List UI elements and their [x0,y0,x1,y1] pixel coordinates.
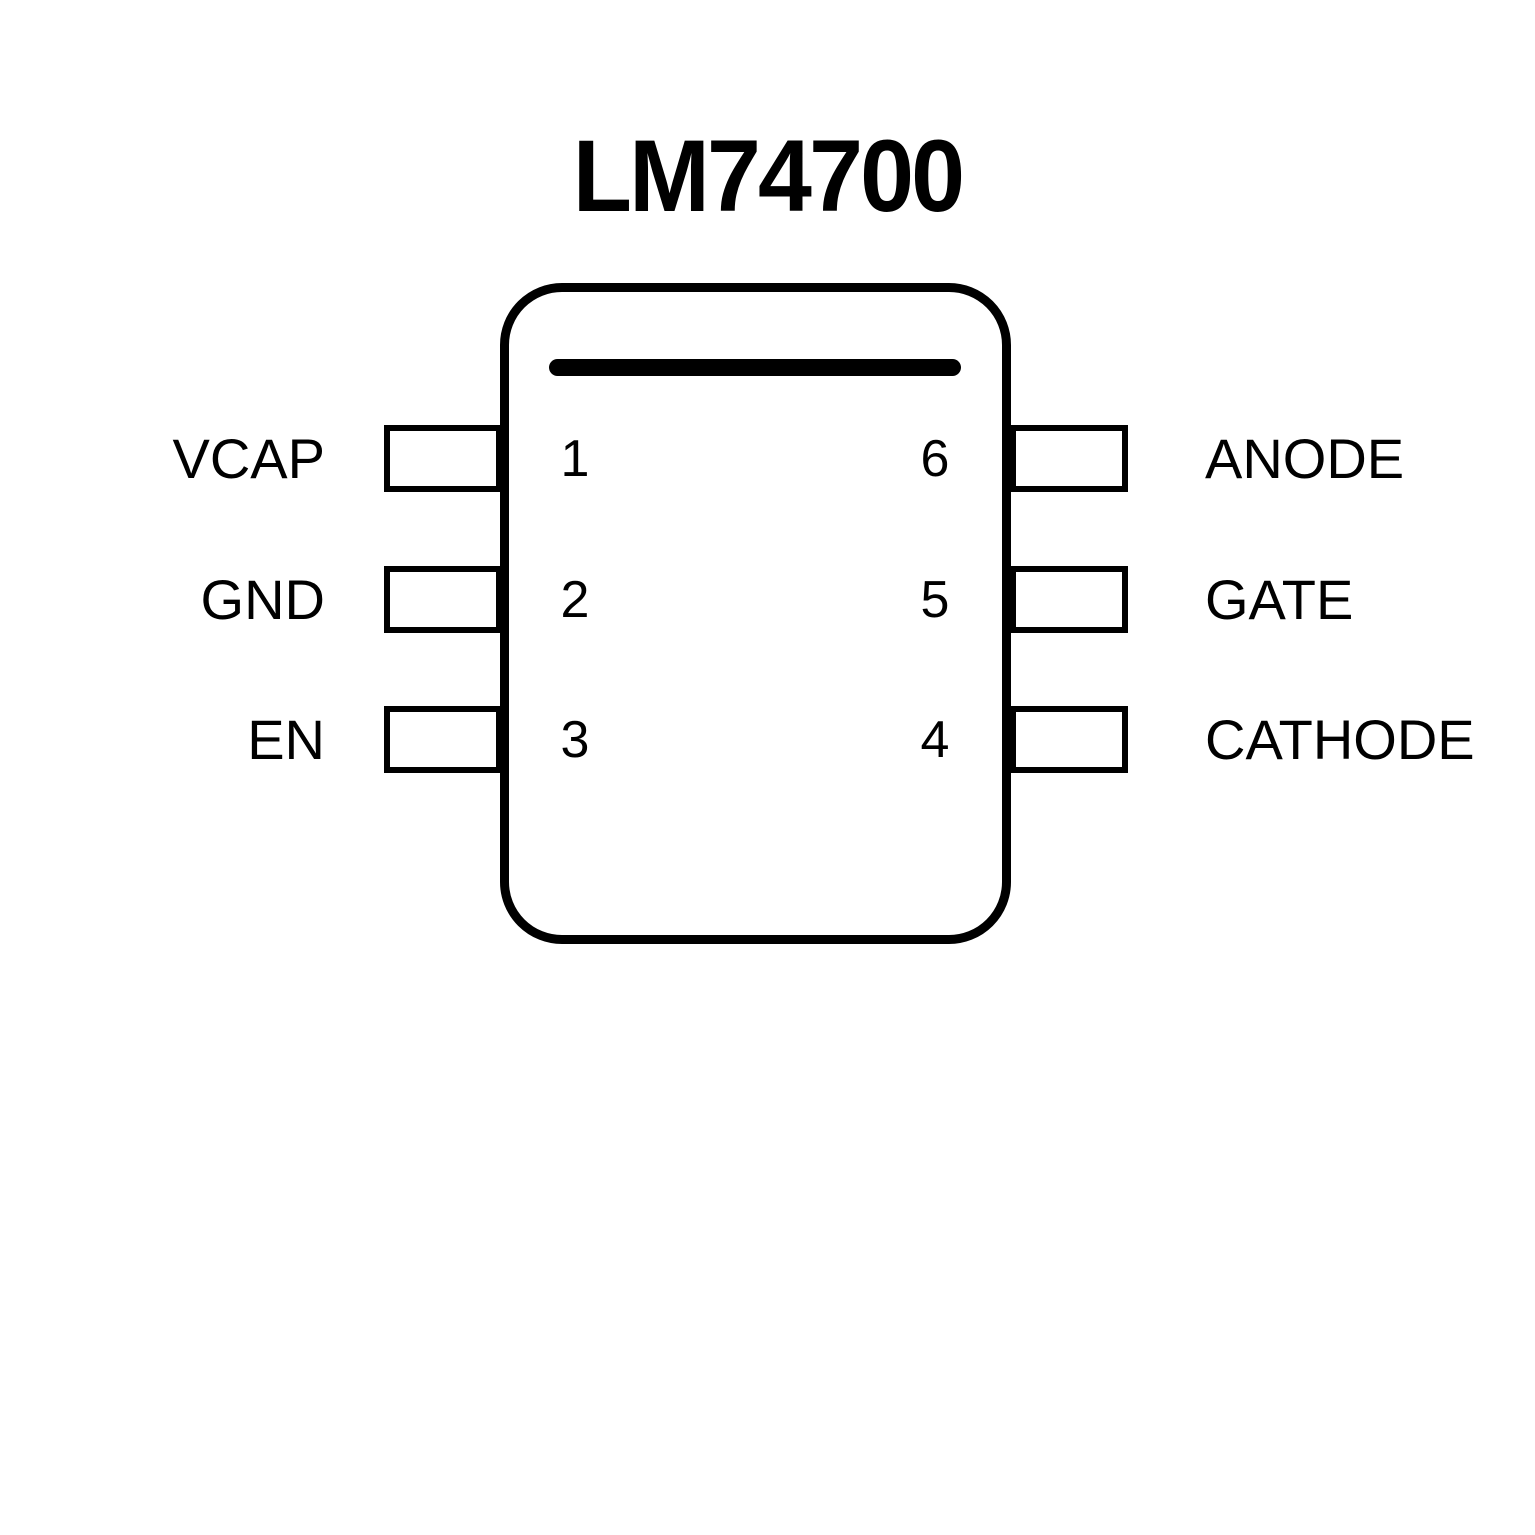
pin1-indicator-bar [549,359,961,376]
chip-title: LM74700 [572,119,965,233]
pin-box-6 [1010,425,1128,492]
pin-box-4 [1010,706,1128,773]
pin-box-3 [384,706,502,773]
pin-number-2: 2 [560,571,590,629]
pin-number-6: 6 [920,430,950,488]
pin-number-1: 1 [560,430,590,488]
pin-number-4: 4 [920,711,950,769]
pin-label-en: EN [247,708,325,771]
pin-number-3: 3 [560,711,590,769]
pin-label-anode: ANODE [1205,427,1405,490]
pin-number-5: 5 [920,571,950,629]
pin-label-cathode: CATHODE [1205,708,1475,771]
pin-label-gnd: GND [200,568,325,631]
pin-box-5 [1010,566,1128,633]
pin-label-vcap: VCAP [172,427,326,490]
pin-box-2 [384,566,502,633]
ic-package-body [500,283,1011,944]
pin-label-gate: GATE [1205,568,1354,631]
pin-box-1 [384,425,502,492]
